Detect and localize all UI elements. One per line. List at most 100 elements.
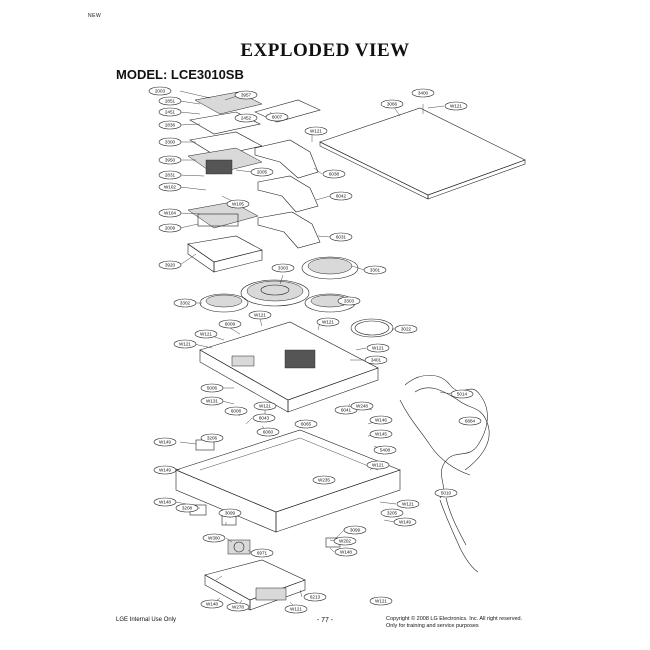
svg-text:6009: 6009 — [225, 322, 236, 327]
callout-c42: W248 — [350, 401, 374, 411]
bracket-3099 — [221, 515, 237, 526]
callout-c61: W149 — [393, 517, 417, 527]
callout-c23: 3920 — [158, 260, 182, 270]
svg-text:2005: 2005 — [257, 170, 268, 175]
svg-text:3301: 3301 — [370, 268, 381, 273]
svg-text:2836: 2836 — [165, 123, 176, 128]
callout-c18: 3066 — [380, 99, 404, 109]
callout-c5: 2452 — [234, 113, 258, 123]
svg-text:2009: 2009 — [165, 226, 176, 231]
heater-3303-left — [199, 293, 249, 313]
svg-text:W149: W149 — [399, 520, 411, 525]
callout-c21: 6042 — [329, 191, 353, 201]
svg-text:W121: W121 — [290, 607, 302, 612]
svg-text:2003: 2003 — [155, 89, 166, 94]
svg-text:6971: 6971 — [257, 551, 268, 556]
svg-text:W121: W121 — [402, 502, 414, 507]
callout-c36: 5006 — [200, 383, 224, 393]
svg-text:W121: W121 — [310, 129, 322, 134]
callout-c2: 2851 — [158, 96, 182, 106]
housing-3920 — [187, 235, 263, 263]
svg-text:6042: 6042 — [336, 194, 347, 199]
svg-text:W131: W131 — [206, 399, 218, 404]
svg-text:2451: 2451 — [165, 110, 176, 115]
callout-c14: W104 — [158, 208, 182, 218]
board-3300 — [189, 131, 263, 157]
callout-c54: 5010 — [434, 488, 458, 498]
svg-text:W146: W146 — [375, 418, 387, 423]
svg-text:W248: W248 — [356, 404, 368, 409]
svg-text:3950: 3950 — [165, 158, 176, 163]
callout-c7: 2836 — [158, 120, 182, 130]
callout-c70: W121 — [284, 604, 308, 614]
svg-text:6031: 6031 — [336, 235, 347, 240]
callout-c30: W121 — [194, 329, 218, 339]
callout-c45: 3206 — [200, 433, 224, 443]
svg-text:2452: 2452 — [241, 116, 252, 121]
svg-text:3099: 3099 — [225, 511, 236, 516]
svg-text:5006: 5006 — [207, 386, 218, 391]
callout-c68: W148 — [200, 599, 224, 609]
svg-text:W121: W121 — [322, 320, 334, 325]
svg-text:W121: W121 — [200, 332, 212, 337]
svg-text:3300: 3300 — [165, 140, 176, 145]
callout-c37: W131 — [200, 396, 224, 406]
footer-internal-use: LGE Internal Use Only — [116, 617, 177, 623]
svg-text:6043: 6043 — [259, 416, 270, 421]
callout-c62: W300 — [202, 533, 226, 543]
svg-text:W105: W105 — [232, 202, 244, 207]
callout-c57: W121 — [396, 499, 420, 509]
svg-text:W121: W121 — [375, 599, 387, 604]
callout-c69: W278 — [226, 602, 250, 612]
glass-top-plate — [319, 107, 526, 196]
callout-c4: 2451 — [158, 107, 182, 117]
svg-text:3400: 3400 — [418, 91, 429, 96]
callout-c71: W121 — [369, 596, 393, 606]
svg-text:6007: 6007 — [272, 115, 283, 120]
callout-c49: 6884 — [458, 416, 482, 426]
copyright-line: Copyright © 2008 LG Electronics. Inc. Al… — [386, 616, 523, 622]
svg-text:W300: W300 — [208, 536, 220, 541]
svg-text:W235: W235 — [318, 478, 330, 483]
svg-text:3303: 3303 — [278, 266, 289, 271]
svg-text:W121: W121 — [259, 404, 271, 409]
callout-c1: 2003 — [148, 86, 172, 96]
callout-c34: W121 — [366, 343, 390, 353]
callout-c43: 5014 — [450, 389, 474, 399]
svg-text:W148: W148 — [206, 602, 218, 607]
wire-harness-5014 — [399, 374, 490, 573]
svg-text:3022: 3022 — [401, 327, 412, 332]
callout-c25: 3301 — [363, 265, 387, 275]
callout-c50: 5408 — [373, 445, 397, 455]
fan-6971 — [227, 539, 251, 555]
svg-text:6041: 6041 — [341, 408, 352, 413]
callout-c26: 3302 — [173, 298, 197, 308]
footer-copyright: Copyright © 2008 LG Electronics. Inc. Al… — [386, 616, 522, 630]
svg-text:5010: 5010 — [441, 491, 452, 496]
callout-c41: 6041 — [334, 405, 358, 415]
callout-c31: W121 — [173, 339, 197, 349]
svg-text:W104: W104 — [164, 211, 176, 216]
callout-c11: W102 — [158, 182, 182, 192]
page-title: EXPLODED VIEW — [240, 40, 410, 61]
page-number: - 77 - — [316, 617, 334, 624]
callout-c64: W202 — [333, 536, 357, 546]
svg-text:5408: 5408 — [380, 448, 391, 453]
callout-c22: 6031 — [329, 232, 353, 242]
callout-c58: 3099 — [218, 508, 242, 518]
callout-c10: 2831 — [158, 170, 182, 180]
callout-c3: 3957 — [234, 90, 258, 100]
svg-text:3302: 3302 — [180, 301, 191, 306]
callout-c35: 3401 — [364, 355, 388, 365]
svg-text:W148: W148 — [340, 550, 352, 555]
callout-c16: 3400 — [411, 88, 435, 98]
bracket-6042 — [257, 175, 319, 213]
callout-c29: 6009 — [218, 319, 242, 329]
svg-text:W121: W121 — [254, 313, 266, 318]
model-label: MODEL: LCE3010SB — [116, 67, 244, 82]
callout-c9: 3950 — [158, 155, 182, 165]
bottom-cover-6213 — [204, 559, 306, 601]
bracket-6038 — [254, 139, 319, 179]
callout-c66: W148 — [334, 547, 358, 557]
svg-text:3099: 3099 — [350, 528, 361, 533]
